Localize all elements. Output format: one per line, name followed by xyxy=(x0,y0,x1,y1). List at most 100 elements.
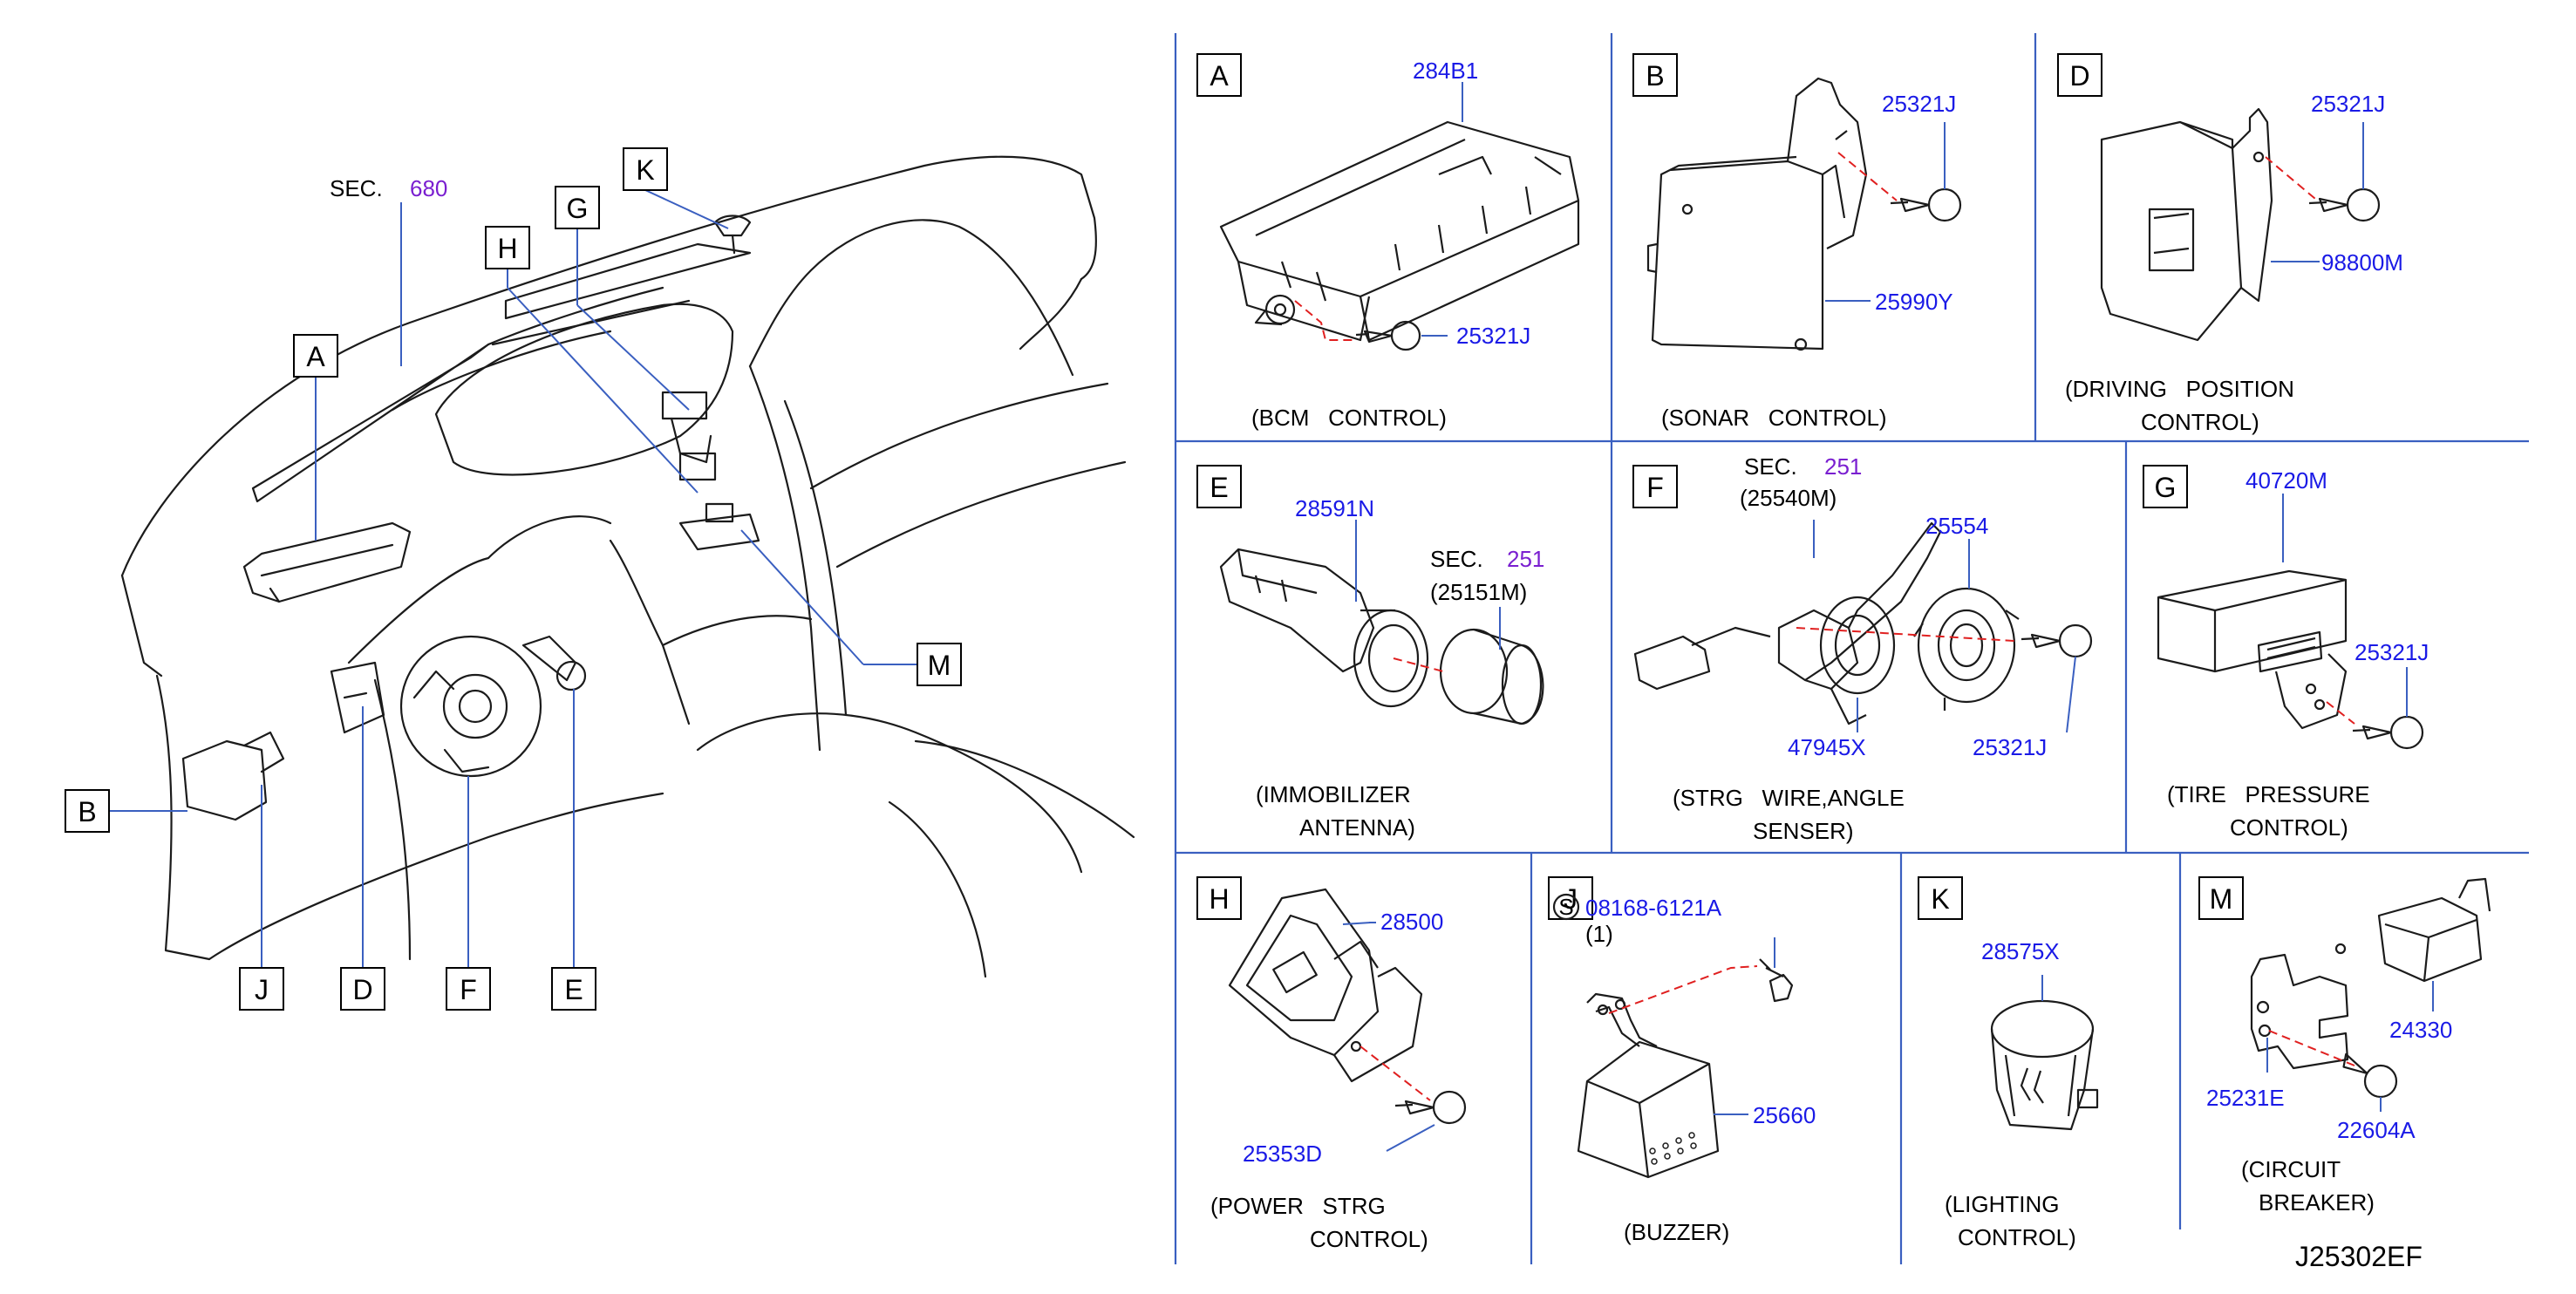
callout-box-K[interactable] xyxy=(623,147,668,191)
driving-position-unit-drawing xyxy=(2100,107,2381,342)
part-number-25554: 25554 xyxy=(1925,513,1988,539)
caption-sonar-control: (SONAR CONTROL) xyxy=(1661,405,1887,431)
buzzer-drawing xyxy=(1552,893,1794,1179)
overview-callout-letters: A B D E F G H J K M xyxy=(78,154,951,1005)
caption-tire-control: CONTROL) xyxy=(2230,814,2348,841)
panel-grid xyxy=(1174,33,2529,1264)
immobilizer-antenna-drawing xyxy=(1219,548,1544,725)
tire-pressure-unit-drawing xyxy=(2157,569,2424,750)
callout-box-A[interactable] xyxy=(293,334,338,378)
panel-A: 284B1 25321J (BCM CONTROL) xyxy=(1219,58,1580,431)
panel-letter-D: D xyxy=(2069,60,2089,92)
caption-power-control: CONTROL) xyxy=(1310,1226,1428,1252)
caption-lighting-control: CONTROL) xyxy=(1958,1224,2076,1250)
panel-G: 40720M 25321J (TIRE PRESSURE CONTROL) xyxy=(2157,467,2429,841)
caption-breaker: BREAKER) xyxy=(2259,1189,2375,1216)
sub-ref-25151m: (25151M) xyxy=(1430,579,1527,605)
part-number-25321j-d: 25321J xyxy=(2311,91,2385,117)
panel-M-dash xyxy=(2268,1030,2355,1066)
panel-letter-G: G xyxy=(2155,472,2177,503)
panel-G-leaders xyxy=(2282,494,2408,717)
part-number-98800m: 98800M xyxy=(2321,249,2403,276)
part-number-25660: 25660 xyxy=(1753,1102,1816,1128)
callout-letter-D: D xyxy=(352,974,372,1005)
panel-H: 28500 25353D (POWER STRG CONTROL) xyxy=(1210,888,1467,1252)
callout-letter-J: J xyxy=(255,974,269,1005)
panel-letter-E: E xyxy=(1210,472,1228,503)
panel-B-leaders xyxy=(1825,122,1946,302)
sec-number-e: 251 xyxy=(1507,546,1544,572)
part-number-25321j-b: 25321J xyxy=(1882,91,1956,117)
caption-circuit: (CIRCUIT xyxy=(2241,1156,2341,1182)
callout-letter-H: H xyxy=(497,233,517,264)
panel-letter-H: H xyxy=(1209,883,1229,915)
part-number-25321j-g: 25321J xyxy=(2355,639,2429,665)
panel-A-dash xyxy=(1294,300,1356,341)
panel-F-leaders xyxy=(1813,520,2076,733)
part-number-25231e: 25231E xyxy=(2206,1085,2285,1111)
sec-label: SEC. xyxy=(330,175,383,201)
panel-H-dash xyxy=(1360,1045,1431,1101)
lighting-sensor-drawing xyxy=(1990,999,2099,1131)
sec-label-e: SEC. xyxy=(1430,546,1483,572)
panel-letter-B: B xyxy=(1646,60,1664,92)
panel-letter-A: A xyxy=(1210,60,1229,92)
callout-box-H[interactable] xyxy=(485,226,530,269)
part-number-25321j-f: 25321J xyxy=(1973,734,2047,760)
sec-number-f: 251 xyxy=(1824,453,1862,480)
caption-antenna: ANTENNA) xyxy=(1299,814,1415,841)
part-number-40720m: 40720M xyxy=(2245,467,2327,494)
caption-strg-wire: (STRG WIRE,ANGLE xyxy=(1673,785,1905,811)
symbol-s: S xyxy=(1558,894,1573,920)
panel-K: 28575X (LIGHTING CONTROL) xyxy=(1945,938,2099,1250)
overview-sec-ref: SEC. 680 xyxy=(330,175,447,201)
callout-box-E[interactable] xyxy=(551,967,596,1011)
callout-box-F[interactable] xyxy=(446,967,491,1011)
panel-letter-K: K xyxy=(1931,883,1949,915)
drawing-ref: J25302EF xyxy=(2295,1241,2423,1272)
callout-letter-F: F xyxy=(460,974,477,1005)
panel-letters: A B D E F G H J K M xyxy=(1209,60,2232,915)
dashboard-overview xyxy=(120,155,1135,978)
callout-letter-A: A xyxy=(306,341,325,372)
bcm-unit-drawing xyxy=(1219,120,1580,351)
circuit-breaker-drawing xyxy=(2250,877,2491,1099)
callout-letter-M: M xyxy=(928,650,951,681)
sec-label-f: SEC. xyxy=(1744,453,1797,480)
caption-immobilizer: (IMMOBILIZER xyxy=(1256,781,1411,807)
panel-A-leaders xyxy=(1421,82,1463,337)
panel-E-dash xyxy=(1393,657,1444,672)
panel-E: 28591N SEC. 251 (25151M) (IMMOBILIZER AN… xyxy=(1219,495,1544,841)
part-number-25353d: 25353D xyxy=(1243,1141,1322,1167)
panel-F-dash xyxy=(1796,627,2015,642)
panel-M-leaders xyxy=(2266,981,2434,1112)
callout-box-J[interactable] xyxy=(239,967,284,1011)
qty-label: (1) xyxy=(1585,921,1613,947)
panel-B: 25321J 25990Y (SONAR CONTROL) xyxy=(1646,77,1962,431)
steering-switch-drawing xyxy=(1633,521,2093,725)
callout-box-M[interactable] xyxy=(917,643,962,686)
part-number-28500: 28500 xyxy=(1380,909,1443,935)
part-number-08168-6121a: 08168-6121A xyxy=(1585,895,1722,921)
part-number-22604a: 22604A xyxy=(2337,1117,2416,1143)
part-number-28591n: 28591N xyxy=(1295,495,1374,521)
power-strg-unit-drawing xyxy=(1228,888,1467,1125)
panel-letter-F: F xyxy=(1646,472,1664,503)
caption-lighting: (LIGHTING xyxy=(1945,1191,2059,1217)
sonar-unit-drawing xyxy=(1646,77,1962,351)
overview-leaders xyxy=(109,189,917,968)
panel-G-dash xyxy=(2326,701,2355,725)
callout-letter-B: B xyxy=(78,796,96,827)
caption-bcm-control: (BCM CONTROL) xyxy=(1251,405,1447,431)
panel-D-dash xyxy=(2265,156,2316,200)
caption-buzzer: (BUZZER) xyxy=(1624,1219,1729,1245)
callout-box-D[interactable] xyxy=(340,967,385,1011)
callout-box-B[interactable] xyxy=(65,789,110,833)
panel-letter-boxes xyxy=(1196,53,2244,920)
callout-box-G[interactable] xyxy=(555,186,600,229)
caption-driving-control: CONTROL) xyxy=(2141,409,2259,435)
panel-H-leaders xyxy=(1342,922,1435,1152)
overview-callouts xyxy=(65,147,962,1011)
panel-J-leaders xyxy=(1714,937,1775,1115)
